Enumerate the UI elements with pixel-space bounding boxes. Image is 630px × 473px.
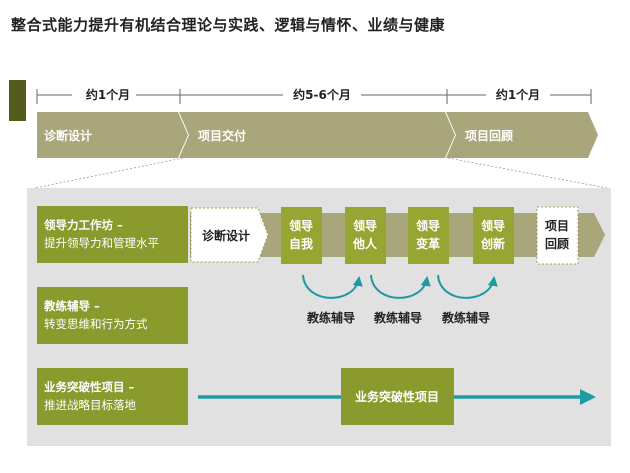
module-subtitle-project: 推进战略目标落地 [44, 398, 136, 412]
project-arrowhead [580, 389, 596, 405]
phase-label-delivery: 项目交付 [198, 128, 246, 143]
phase-chevron-delivery [179, 112, 455, 158]
module-title-coaching: 教练辅导 – [43, 299, 100, 313]
module-box-project [37, 368, 188, 425]
coaching-curve-arrow-1 [302, 274, 363, 299]
workshop-step-others-line1: 领导 [353, 218, 377, 233]
page-title: 整合式能力提升有机结合理论与实践、逻辑与情怀、业绩与健康 [11, 16, 446, 34]
accent-bar [9, 80, 26, 121]
workshop-step-others [345, 207, 386, 264]
coaching-label-2: 教练辅导 [373, 310, 422, 325]
workshop-step-self-line1: 领导 [289, 218, 313, 233]
workshop-step-self-line2: 自我 [289, 236, 313, 251]
project-center-label: 业务突破性项目 [355, 389, 439, 404]
workshop-step-innovation-line2: 创新 [480, 236, 505, 251]
module-title-workshop: 领导力工作坊 – [43, 218, 123, 232]
zoom-line-left [34, 157, 184, 189]
workshop-step-diagnosis [190, 207, 269, 263]
module-subtitle-coaching: 转变思维和行为方式 [44, 317, 148, 331]
module-title-project: 业务突破性项目 – [44, 380, 135, 394]
phase-label-review: 项目回顾 [465, 128, 513, 143]
workshop-step-innovation [473, 207, 514, 264]
coaching-label-3: 教练辅导 [441, 310, 490, 325]
workshop-step-review [536, 206, 579, 265]
workshop-step-self [281, 207, 322, 264]
phase-chevron-review [446, 112, 598, 158]
duration-label-review: 约1个月 [496, 87, 540, 102]
coaching-curve-arrow-2 [370, 274, 431, 299]
workshop-step-review-line2: 回顾 [545, 236, 569, 251]
module-box-workshop [37, 206, 188, 263]
workshop-step-review-line1: 项目 [545, 219, 569, 233]
phase-label-diagnosis: 诊断设计 [44, 128, 92, 143]
zoom-line-right [447, 157, 608, 189]
workshop-step-innovation-line1: 领导 [481, 218, 505, 233]
workshop-step-diagnosis-label: 诊断设计 [202, 228, 250, 243]
workshop-step-change-line2: 变革 [416, 236, 440, 251]
coaching-curve-arrow-3 [437, 274, 498, 299]
workshop-step-others-line2: 他人 [352, 236, 378, 251]
coaching-label-1: 教练辅导 [306, 310, 355, 325]
module-box-coaching [37, 287, 188, 344]
project-center-box [341, 368, 454, 425]
duration-label-delivery: 约5-6个月 [293, 87, 351, 102]
phase-chevron-diagnosis [37, 112, 188, 158]
module-subtitle-workshop: 提升领导力和管理水平 [44, 236, 159, 250]
duration-label-diagnosis: 约1个月 [86, 87, 130, 102]
workshop-step-change-line1: 领导 [416, 218, 440, 233]
workshop-step-change [408, 207, 449, 264]
